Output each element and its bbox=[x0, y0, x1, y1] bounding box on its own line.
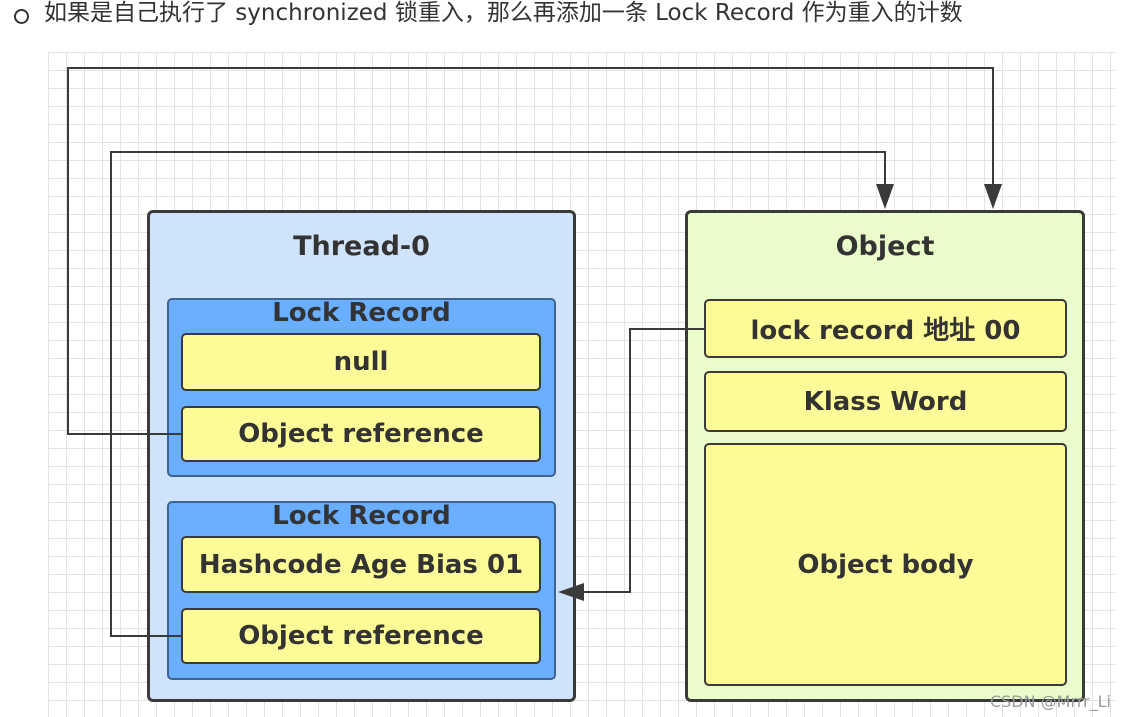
section-heading: 如果是自己执行了 synchronized 锁重入，那么再添加一条 Lock R… bbox=[0, 0, 1125, 34]
list-bullet-icon bbox=[14, 9, 29, 24]
heading-text: 如果是自己执行了 synchronized 锁重入，那么再添加一条 Lock R… bbox=[44, 0, 963, 26]
arrow-head-down-icon bbox=[876, 184, 894, 209]
lock-record-1-null-field: null bbox=[181, 333, 541, 391]
lock-record-2-hashcode-field: Hashcode Age Bias 01 bbox=[181, 536, 541, 593]
arrow-head-down-icon bbox=[984, 184, 1002, 209]
object-body-field: Object body bbox=[704, 443, 1067, 686]
object-klass-word-field: Klass Word bbox=[704, 371, 1067, 432]
connector-inner-object-reference bbox=[110, 151, 886, 637]
object-title: Object bbox=[835, 231, 935, 262]
watermark: CSDN @Mrrr_Li bbox=[989, 692, 1111, 711]
arrow-head-left-icon bbox=[558, 583, 584, 601]
lock-record-1-object-reference: Object reference bbox=[181, 406, 541, 462]
lock-record-2-label: Lock Record bbox=[272, 501, 451, 531]
connector-mark-word-to-lock-record bbox=[582, 328, 704, 593]
thread-title: Thread-0 bbox=[293, 231, 430, 262]
lock-record-1-label: Lock Record bbox=[272, 298, 451, 328]
lock-record-2-object-reference: Object reference bbox=[181, 608, 541, 664]
object-mark-word-field: lock record 地址 00 bbox=[704, 299, 1067, 358]
connector-outer-object-reference bbox=[67, 67, 994, 435]
